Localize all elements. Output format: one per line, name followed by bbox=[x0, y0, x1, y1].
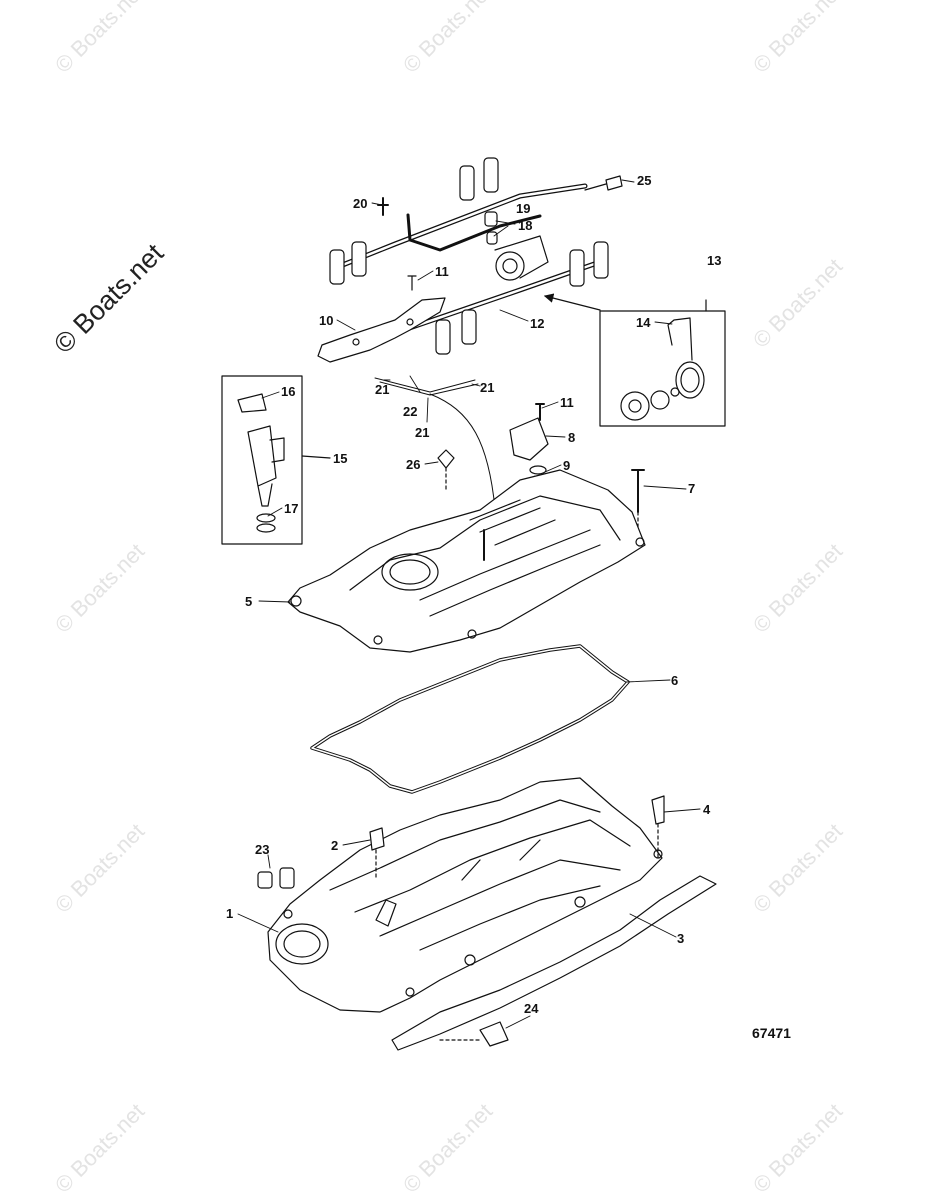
callout-label: 15 bbox=[333, 451, 348, 466]
callout-label: 21 bbox=[415, 425, 430, 440]
callout-label: 11 bbox=[560, 395, 574, 410]
callout-label: 5 bbox=[245, 594, 253, 609]
callout-label: 1 bbox=[226, 906, 234, 921]
callout-label: 11 bbox=[435, 264, 449, 279]
callout-label: 16 bbox=[281, 384, 296, 399]
fuel-rail bbox=[317, 157, 623, 363]
callout-label: 12 bbox=[530, 316, 545, 331]
intake-gasket bbox=[310, 644, 630, 794]
callout-label: 21 bbox=[375, 382, 390, 397]
callout-label: 3 bbox=[677, 931, 685, 946]
callout-label: 4 bbox=[703, 802, 711, 817]
callout-label: 19 bbox=[516, 201, 531, 216]
callout-label: 23 bbox=[255, 842, 270, 857]
callout-label: 2 bbox=[331, 838, 339, 853]
figure-number: 67471 bbox=[752, 1025, 791, 1041]
callout-label: 20 bbox=[353, 196, 368, 211]
callout-label: 14 bbox=[636, 315, 651, 330]
regulator-detail-box bbox=[543, 293, 726, 427]
callout-label: 17 bbox=[284, 501, 299, 516]
lower-intake-manifold bbox=[267, 777, 663, 1013]
callout-label: 22 bbox=[403, 404, 418, 419]
callout-label: 6 bbox=[671, 673, 679, 688]
callout-label: 21 bbox=[480, 380, 495, 395]
leader-lines bbox=[237, 179, 701, 1029]
lower-gasket bbox=[391, 875, 717, 1051]
callout-label: 9 bbox=[563, 458, 571, 473]
callout-label: 25 bbox=[637, 173, 652, 188]
callout-label: 18 bbox=[518, 218, 533, 233]
small-parts-lower bbox=[257, 795, 665, 1047]
callout-label: 10 bbox=[319, 313, 334, 328]
wiring-harness bbox=[374, 377, 497, 521]
callout-label: 24 bbox=[524, 1001, 539, 1016]
upper-intake-manifold bbox=[287, 469, 646, 653]
callout-label: 26 bbox=[406, 457, 421, 472]
callout-label: 8 bbox=[568, 430, 576, 445]
callout-label: 7 bbox=[688, 481, 696, 496]
callout-label: 13 bbox=[707, 253, 722, 268]
injector-detail-box bbox=[221, 375, 331, 545]
